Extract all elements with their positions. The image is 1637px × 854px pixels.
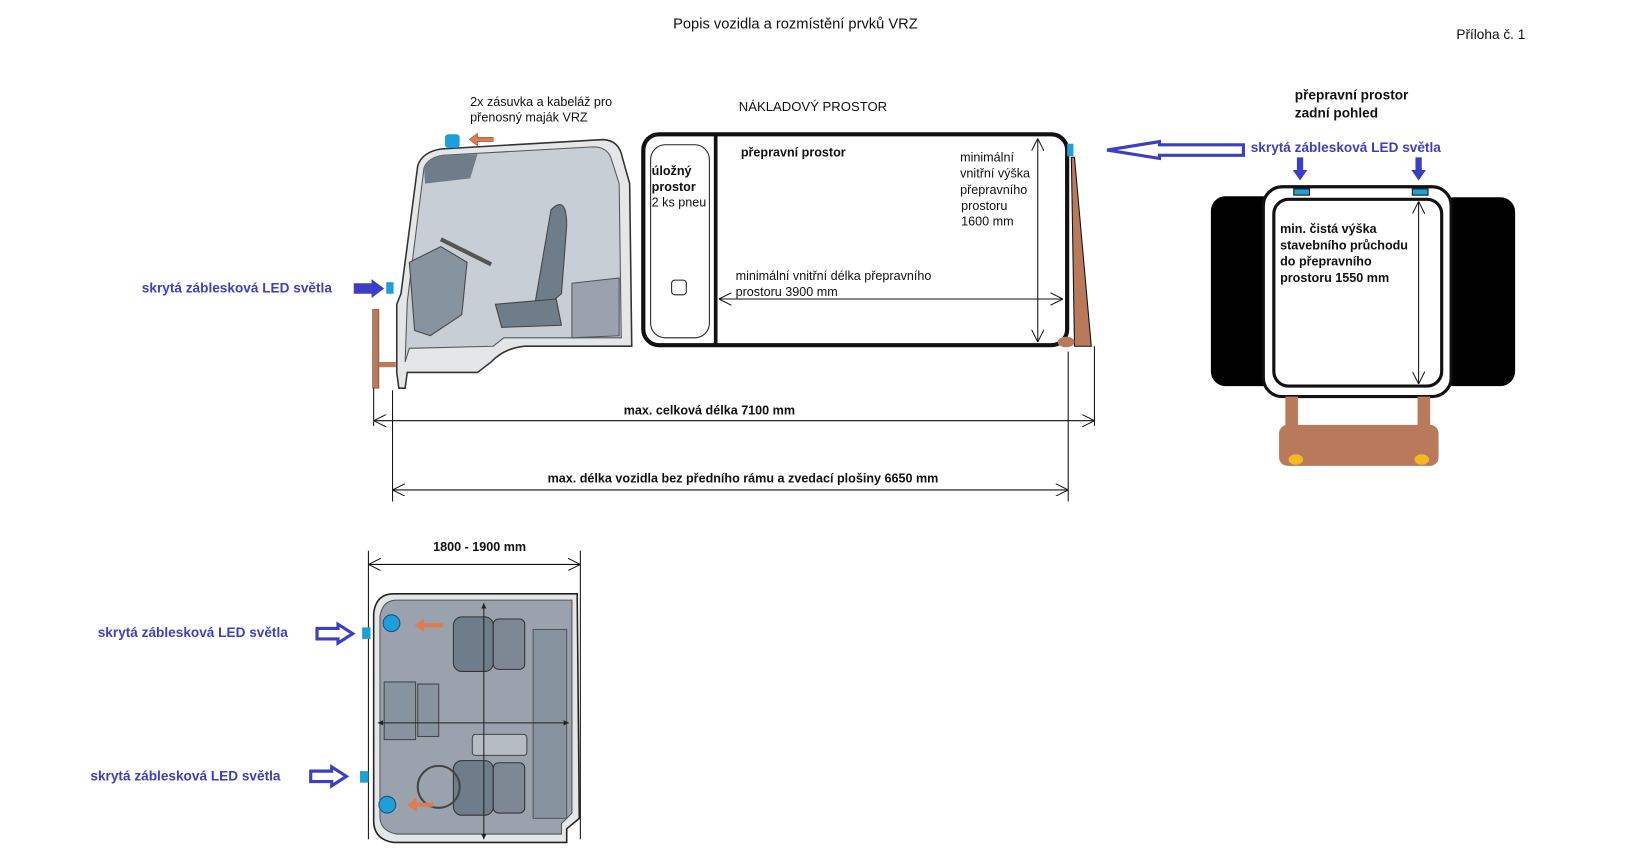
tail-lift — [1070, 156, 1092, 347]
cargo-box — [641, 132, 1070, 348]
right-wheel — [1439, 197, 1516, 387]
length-without-frame: max. délka vozidla bez předního rámu a z… — [548, 472, 939, 486]
orange-arrow-icon — [468, 132, 494, 147]
min-length-1: minimální vnitřní délka přepravního — [736, 269, 932, 283]
page-title: Popis vozidla a rozmístění prvků VRZ — [673, 16, 918, 32]
beacon-socket — [382, 614, 401, 633]
lift-post — [1417, 396, 1431, 431]
beacon-socket — [378, 795, 397, 814]
min-length-2: prostoru 3900 mm — [736, 285, 838, 299]
platform-light — [1414, 454, 1430, 465]
outline-arrow-icon — [315, 621, 356, 647]
orange-arrow-icon — [414, 618, 443, 632]
rear-view-title-1: přepravní prostor — [1295, 88, 1409, 103]
storage-label-1: úložný — [652, 164, 692, 178]
cargo-heading: NÁKLADOVÝ PROSTOR — [739, 99, 887, 114]
lift-post — [1285, 396, 1298, 431]
storage-compartment — [650, 144, 710, 339]
front-led-light — [360, 771, 369, 783]
rear-led-light — [1293, 188, 1311, 196]
min-height-4: prostoru — [961, 199, 1007, 213]
cab-width: 1800 - 1900 mm — [433, 540, 526, 554]
portable-beacon-socket — [445, 134, 460, 148]
front-led-light — [362, 627, 371, 639]
lift-platform — [1279, 424, 1439, 466]
beacon-note-line-1: 2x zásuvka a kabeláž pro — [470, 95, 612, 109]
down-arrow-icon — [1292, 157, 1308, 181]
front-led-light — [386, 282, 394, 294]
rear-view-title-2: zadní pohled — [1295, 106, 1378, 121]
rear-led-light — [1067, 143, 1074, 157]
clear-height-2: stavebního průchodu — [1280, 239, 1408, 253]
top-led-label-1: skrytá záblesková LED světla — [98, 625, 289, 640]
clear-height-1: min. čistá výška — [1280, 222, 1377, 236]
clear-height-3: do přepravního — [1280, 254, 1372, 268]
min-height-1: minimální — [960, 151, 1014, 165]
down-arrow-icon — [1411, 157, 1426, 181]
transport-space-label: přepravní prostor — [741, 145, 846, 159]
rear-opening — [1272, 197, 1444, 388]
rear-led-label: skrytá záblesková LED světla — [1251, 140, 1442, 155]
storage-label-3: 2 ks pneu — [652, 196, 707, 210]
min-height-2: vnitřní výška — [960, 166, 1030, 180]
blue-arrow-icon — [353, 279, 385, 298]
annex-label: Příloha č. 1 — [1456, 27, 1525, 42]
top-led-label-2: skrytá záblesková LED světla — [90, 769, 281, 784]
beacon-note-line-2: přenosný maják VRZ — [470, 111, 588, 125]
cab-top-view — [372, 593, 581, 844]
orange-arrow-icon — [407, 797, 434, 813]
tail-lift-hinge — [1057, 336, 1075, 348]
left-wheel — [1210, 196, 1279, 387]
total-length: max. celková délka 7100 mm — [624, 403, 795, 417]
front-frame-bar — [378, 361, 396, 368]
storage-handle-icon — [671, 279, 687, 296]
outline-arrow-icon — [1106, 139, 1245, 161]
storage-label-2: prostor — [652, 180, 696, 194]
min-height-3: přepravního — [960, 183, 1027, 197]
outline-arrow-icon — [309, 764, 350, 789]
cab-side-view — [395, 138, 633, 389]
front-led-label: skrytá záblesková LED světla — [142, 281, 333, 296]
min-height-5: 1600 mm — [961, 215, 1013, 229]
front-frame — [372, 309, 380, 389]
rear-led-light — [1411, 188, 1429, 196]
platform-light — [1288, 454, 1304, 465]
clear-height-4: prostoru 1550 mm — [1280, 271, 1389, 285]
